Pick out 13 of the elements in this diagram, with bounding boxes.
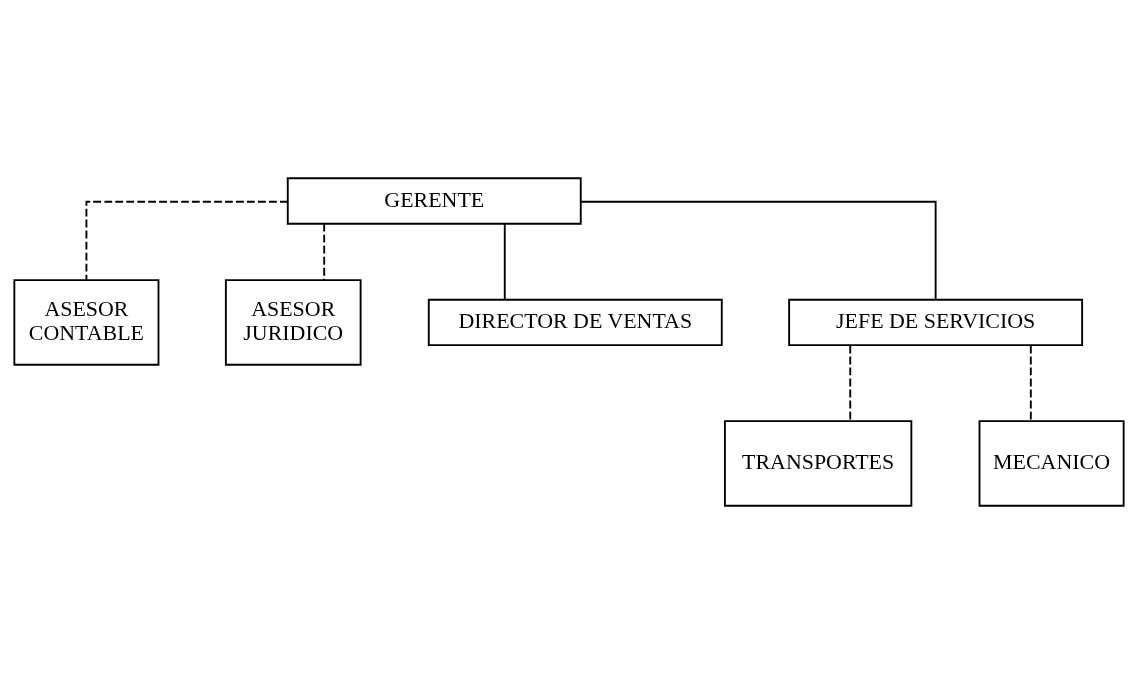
node-box: ASESOR CONTABLE [13,278,160,366]
node-box: TRANSPORTES [723,419,913,507]
connector [1029,344,1032,422]
node-box: DIRECTOR DE VENTAS [427,298,723,346]
connector [849,344,852,422]
connector [503,222,506,301]
connector [85,200,289,280]
connector [323,222,326,281]
node-box: GERENTE [286,176,582,225]
node-box: MECANICO [978,419,1125,507]
node-box: ASESOR JURIDICO [224,278,362,366]
node-box: JEFE DE SERVICIOS [788,298,1084,346]
connector [580,200,937,300]
